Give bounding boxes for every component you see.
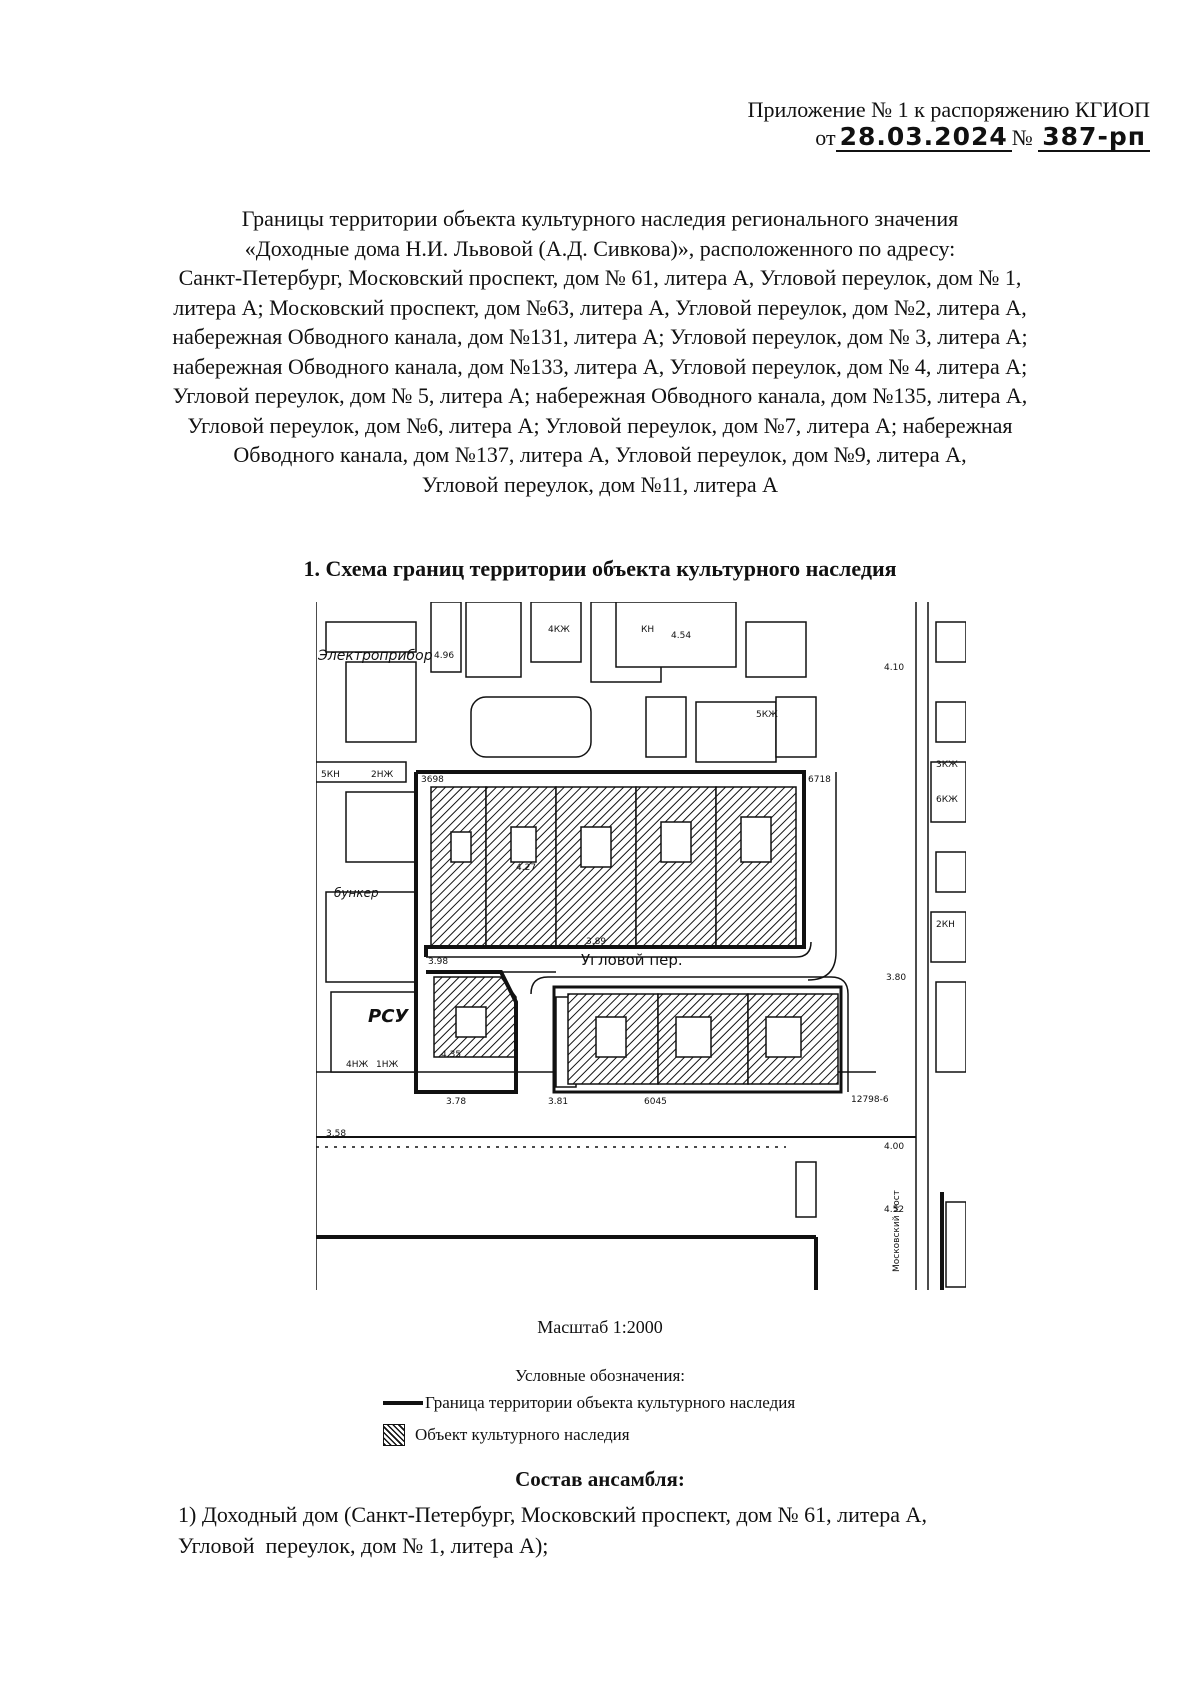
mark-elevation: 3.89 — [586, 937, 606, 947]
mark-survey-point: 12798-6 — [851, 1095, 889, 1105]
floor-label: 2КН — [936, 920, 955, 930]
mark-survey-point: 3698 — [421, 775, 444, 785]
label-street: Угловой пер. — [581, 951, 683, 969]
document-title: Границы территории объекта культурного н… — [150, 204, 1050, 499]
title-line: Обводного канала, дом №137, литера А, Уг… — [233, 442, 967, 467]
handwritten-number: 387-рп — [1038, 124, 1150, 152]
title-line: Угловой переулок, дом № 5, литера А; наб… — [172, 383, 1028, 408]
mark-elevation: 3.78 — [446, 1097, 466, 1107]
mark-elevation: 4.35 — [441, 1050, 461, 1060]
mark-elevation: 3.81 — [548, 1097, 568, 1107]
floor-label: 2НЖ — [371, 770, 393, 780]
title-line: «Доходные дома Н.И. Львовой (А.Д. Сивков… — [244, 235, 956, 261]
mark-elevation: 4.10 — [884, 663, 904, 673]
title-line: литера А; Московский проспект, дом №63, … — [173, 294, 1027, 320]
legend-boundary-label: Граница территории объекта культурного н… — [425, 1393, 796, 1412]
mark-elevation: 4.27 — [516, 863, 536, 873]
mark-elevation: 4.96 — [434, 651, 454, 661]
boundary-map: Электроприбор Угловой пер. бункер РСУ Мо… — [316, 602, 966, 1290]
mark-elevation: 3.80 — [886, 973, 906, 983]
handwritten-date: 28.03.2024 — [835, 124, 1012, 152]
floor-label: 6КЖ — [936, 795, 958, 805]
title-line: Угловой переулок, дом №6, литера А; Угло… — [187, 412, 1013, 438]
mark-elevation: 4.00 — [884, 1142, 904, 1152]
floor-label: 5КН — [321, 770, 340, 780]
appendix-line: Приложение № 1 к распоряжению КГИОП — [747, 97, 1150, 122]
ensemble-title: Состав ансамбля: — [515, 1467, 685, 1491]
floor-label: 3КЖ — [936, 760, 958, 770]
floor-label: 1НЖ — [376, 1060, 398, 1070]
label-elektropribor: Электроприбор — [317, 648, 433, 664]
label-bunker: бункер — [334, 886, 379, 900]
mark-survey-point: 6045 — [644, 1097, 667, 1107]
legend-boundary: Граница территории объекта культурного н… — [383, 1393, 795, 1413]
map-labels: Электроприбор Угловой пер. бункер РСУ Мо… — [317, 625, 958, 1272]
legend-object-label: Объект культурного наследия — [415, 1425, 630, 1444]
legend-title: Условные обозначения: — [514, 1366, 686, 1385]
ensemble-list: 1) Доходный дом (Санкт-Петербург, Москов… — [178, 1499, 1078, 1561]
floor-label: 5КЖ — [756, 710, 778, 720]
heritage-objects — [430, 786, 839, 1085]
number-label: № — [1011, 125, 1033, 150]
mark-elevation: 3.58 — [326, 1129, 346, 1139]
mark-survey-point: 6718 — [808, 775, 831, 785]
section-title: 1. Схема границ территории объекта культ… — [303, 556, 897, 581]
title-line: Санкт-Петербург, Московский проспект, до… — [178, 265, 1022, 290]
mark-elevation: 4.54 — [671, 631, 691, 641]
label-rsu: РСУ — [368, 1006, 409, 1027]
legend-boundary-line — [383, 1401, 423, 1405]
northern-buildings — [316, 602, 966, 1288]
label-moskovsky-most: Московский мост — [892, 1190, 902, 1272]
ensemble-item-line: 1) Доходный дом (Санкт-Петербург, Москов… — [178, 1502, 927, 1527]
title-line: набережная Обводного канала, дом №131, л… — [172, 324, 1028, 349]
floor-label: КН — [641, 625, 654, 635]
floor-label: 4НЖ — [346, 1060, 368, 1070]
ensemble-item-line: Угловой переулок, дом № 1, литера А); — [178, 1533, 549, 1558]
from-label: от — [815, 125, 836, 150]
legend-object: Объект культурного наследия — [383, 1424, 630, 1446]
title-line: Границы территории объекта культурного н… — [241, 206, 959, 231]
mark-elevation: 3.98 — [428, 957, 448, 967]
mark-elevation: 4.52 — [884, 1205, 904, 1215]
map-drawing: Электроприбор Угловой пер. бункер РСУ Мо… — [316, 602, 966, 1290]
title-line: набережная Обводного канала, дом №133, л… — [172, 353, 1028, 379]
floor-label: 4КЖ — [548, 625, 570, 635]
legend-hatch-swatch — [383, 1424, 405, 1446]
title-line: Угловой переулок, дом №11, литера А — [421, 471, 779, 497]
map-scale: Масштаб 1:2000 — [537, 1317, 663, 1337]
street-outlines — [426, 772, 849, 1092]
